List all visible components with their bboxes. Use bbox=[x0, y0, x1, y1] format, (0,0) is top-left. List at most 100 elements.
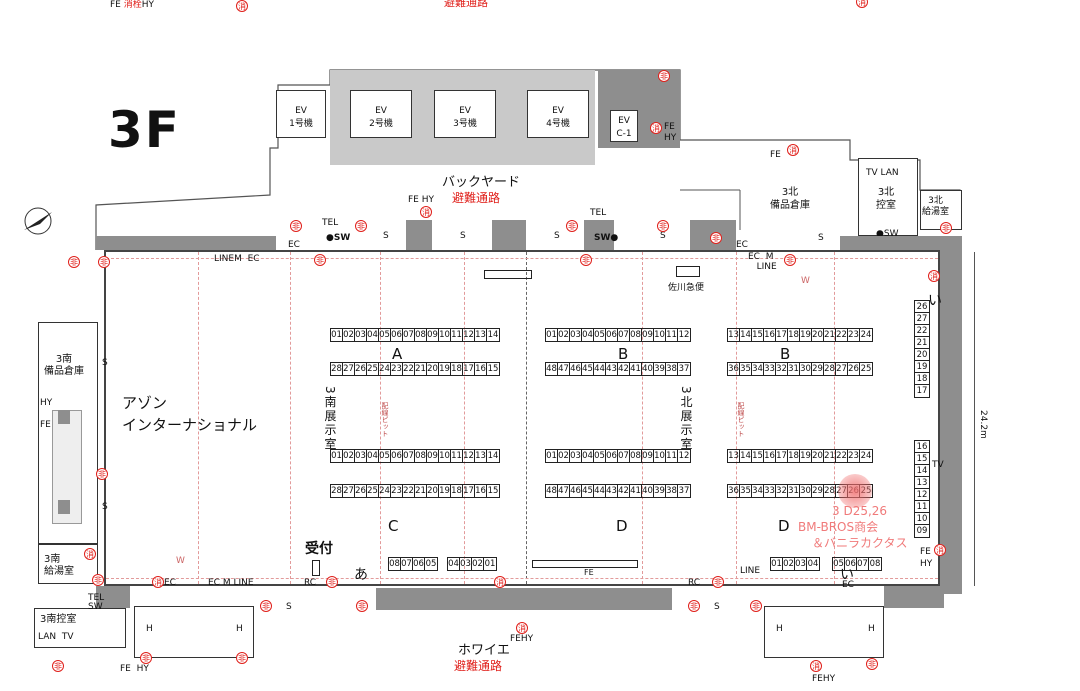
tel-label-2: TEL bbox=[590, 208, 607, 218]
booth: 19 bbox=[439, 485, 451, 497]
booth: 24 bbox=[379, 363, 391, 375]
fe-hy-bottom-left: FE HY bbox=[120, 664, 149, 674]
booth: 07 bbox=[401, 558, 413, 570]
booth: 35 bbox=[740, 363, 752, 375]
booth: 01 bbox=[546, 450, 558, 462]
booth: 45 bbox=[582, 485, 594, 497]
booth: 06 bbox=[845, 558, 857, 570]
s-bottom-2: S bbox=[714, 602, 720, 612]
booth: 46 bbox=[570, 363, 582, 375]
booth: 38 bbox=[666, 485, 678, 497]
booth: 40 bbox=[642, 485, 654, 497]
top-fe-hy-label: FE 消栓HY bbox=[110, 0, 155, 10]
highlight-label: 3 D25,26 BM-BROS商会 ＆バニラカクタス bbox=[790, 503, 908, 551]
s-bottom-1: S bbox=[286, 602, 292, 612]
sagawa-box bbox=[676, 266, 700, 277]
booth: 02 bbox=[472, 558, 484, 570]
booth: 13 bbox=[475, 450, 487, 462]
booth: 07 bbox=[403, 450, 415, 462]
block-b-label-1: B bbox=[618, 345, 629, 363]
booth: 20 bbox=[427, 363, 439, 375]
booth: 21 bbox=[914, 336, 930, 350]
emergency-exit-icon: 非 bbox=[712, 576, 724, 588]
sw-label-1: ●SW bbox=[326, 233, 351, 243]
booth: 33 bbox=[764, 363, 776, 375]
bottom-wall-mid bbox=[376, 588, 672, 610]
booth: 24 bbox=[860, 330, 872, 340]
right-wall bbox=[940, 236, 962, 594]
s-label-1: S bbox=[383, 231, 389, 241]
booth: 45 bbox=[582, 363, 594, 375]
hydrant-icon: 消 bbox=[810, 660, 822, 672]
hydrant-icon: 消 bbox=[420, 206, 432, 218]
booth: 21 bbox=[415, 485, 427, 497]
booth: 06 bbox=[606, 329, 618, 341]
booth: 16 bbox=[764, 329, 776, 341]
booth: 02 bbox=[343, 450, 355, 462]
booth: 44 bbox=[594, 363, 606, 375]
grid-line bbox=[464, 252, 465, 584]
booth: 04 bbox=[367, 329, 379, 341]
hydrant-icon: 消 bbox=[236, 0, 248, 12]
booth: 19 bbox=[800, 329, 812, 341]
booth: 03 bbox=[570, 450, 582, 462]
booth: 21 bbox=[824, 329, 836, 341]
booth: 13 bbox=[475, 329, 487, 341]
booth: 07 bbox=[403, 329, 415, 341]
block-d-label-2: D bbox=[778, 517, 790, 535]
w-label-2: W bbox=[176, 556, 185, 566]
booth: 14 bbox=[740, 329, 752, 341]
ec-label-2: EC bbox=[736, 240, 748, 250]
grid-line bbox=[642, 252, 643, 584]
hydrant-icon: 消 bbox=[494, 576, 506, 588]
top-rack-box bbox=[484, 270, 532, 279]
booth: 13 bbox=[728, 329, 740, 341]
grid-line bbox=[106, 258, 938, 259]
north-control-room-box bbox=[858, 158, 918, 236]
s-label-4: S bbox=[660, 231, 666, 241]
booth: 01 bbox=[484, 559, 496, 569]
booth: 28 bbox=[331, 485, 343, 497]
bottom-evac-label: 避難通路 bbox=[454, 659, 503, 673]
rc-label-2: RC bbox=[688, 578, 701, 588]
booth: 16 bbox=[914, 440, 930, 454]
booth: 40 bbox=[642, 363, 654, 375]
booth: 18 bbox=[451, 485, 463, 497]
line-label-bottom-right: LINE bbox=[740, 566, 761, 576]
s-label-3: S bbox=[554, 231, 560, 241]
hydrant-icon: 消 bbox=[152, 576, 164, 588]
south-control-box bbox=[34, 608, 126, 648]
booth: 02 bbox=[558, 450, 570, 462]
emergency-exit-icon: 非 bbox=[866, 658, 878, 670]
booth: 24 bbox=[379, 485, 391, 497]
booth: 09 bbox=[642, 450, 654, 462]
hira-a: あ bbox=[354, 567, 368, 583]
storage-pillar-2 bbox=[58, 500, 70, 514]
booth: 05 bbox=[425, 559, 437, 569]
bottom-wall-right bbox=[884, 586, 944, 608]
hira-i-bottom: い bbox=[840, 567, 854, 583]
booth: 07 bbox=[618, 329, 630, 341]
top-wall-right bbox=[840, 236, 940, 250]
hydrant-icon: 消 bbox=[787, 144, 799, 156]
booth: 41 bbox=[630, 485, 642, 497]
booth: 04 bbox=[582, 450, 594, 462]
booth: 37 bbox=[678, 364, 690, 374]
emergency-exit-icon: 非 bbox=[314, 254, 326, 266]
s-label-5: S bbox=[818, 233, 824, 243]
block-c-label: C bbox=[388, 517, 399, 535]
booth: 09 bbox=[642, 329, 654, 341]
booth: 31 bbox=[788, 363, 800, 375]
